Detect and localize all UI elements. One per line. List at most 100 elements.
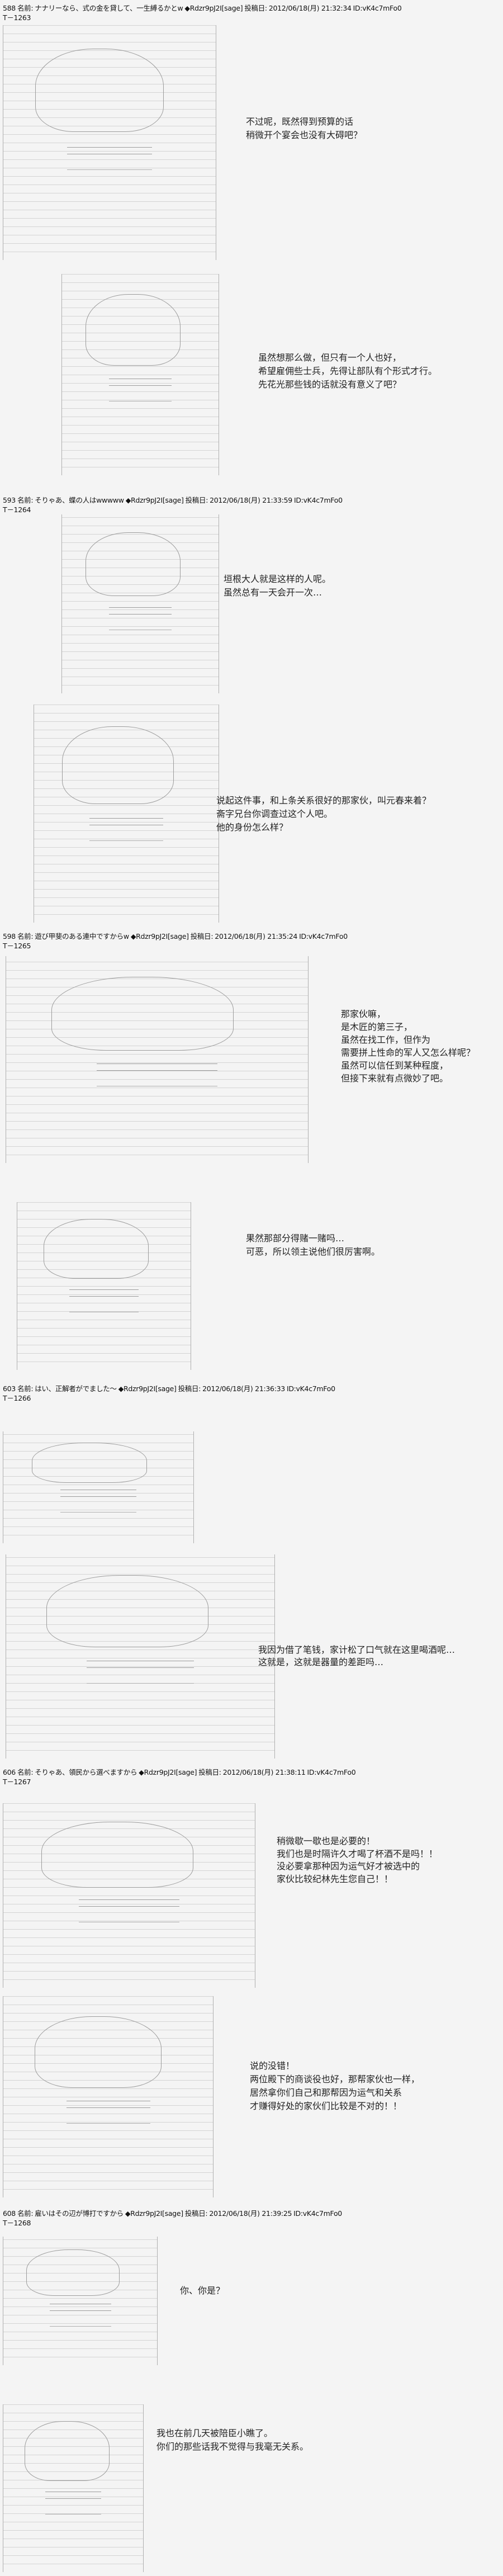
dialogue-line: 两位殿下的商谈役也好，那帮家伙也一样，	[250, 2074, 420, 2085]
dialogue-line: 说起这件事，和上条关系很好的那家伙，叫元春来着？	[216, 795, 431, 806]
t-number: T－1263	[3, 13, 31, 22]
dialogue-line: 家伙比较纪林先生您自己！！	[277, 1873, 393, 1884]
dialogue-line: 但接下来就有点微妙了吧。	[341, 1073, 449, 1084]
name-label: 名前:	[17, 1768, 34, 1776]
t-number: T－1265	[3, 942, 31, 950]
post-number: 606	[3, 1768, 16, 1776]
trip-code: ◆Rdzr9pJ2I[sage]	[125, 496, 184, 504]
post-date: 2012/06/18(月) 21:36:33	[202, 1384, 285, 1393]
dialogue-line: 先花光那些钱的话就没有意义了吧？	[258, 379, 402, 390]
post-number: 603	[3, 1384, 16, 1393]
dialogue-text: 你、你是？	[180, 2284, 225, 2298]
trip-code: ◆Rdzr9pJ2I[sage]	[125, 2209, 183, 2218]
ascii-art-tank	[3, 1431, 194, 1543]
t-number: T－1266	[3, 1394, 31, 1402]
dialogue-text: 说起这件事，和上条关系很好的那家伙，叫元春来着？ 斋字兄台你调查过这个人吧。 他…	[216, 794, 431, 834]
dialogue-line: 那家伙嘛，	[341, 1009, 386, 1019]
dialogue-line: 没必要拿那种因为运气好才被选中的	[277, 1861, 420, 1871]
date-label: 投稿日:	[178, 1384, 201, 1393]
dialogue-text: 不过呢，既然得到预算的话 稍微开个宴会也没有大碍吧？	[246, 115, 362, 142]
poster-name: そりゃあ、蝶の人はwwwww	[35, 496, 124, 504]
ascii-art-figure	[34, 705, 219, 923]
ascii-art-figure	[3, 2237, 158, 2365]
dialogue-line: 才赚得好处的家伙们比较是不对的！！	[250, 2101, 402, 2111]
dialogue-line: 说的没错！	[250, 2060, 295, 2071]
dialogue-line: 稍微开个宴会也没有大碍吧？	[246, 130, 363, 140]
post-number: 598	[3, 932, 16, 940]
poster-name: ナナリーなら、式の金を貸して、一生縛るかとw	[35, 4, 183, 12]
ascii-art-figure	[6, 956, 309, 1163]
ascii-art-figure	[61, 274, 219, 475]
post-number: 588	[3, 4, 16, 12]
dialogue-line: 虽然可以信任到某种程度，	[341, 1060, 449, 1071]
poster-name: そりゃあ、領民から選べますから	[35, 1768, 137, 1776]
t-number: T－1268	[3, 2219, 31, 2227]
post-date: 2012/06/18(月) 21:38:11	[222, 1768, 306, 1776]
ascii-art-figure	[3, 25, 216, 260]
ascii-art-figure	[3, 1803, 255, 1988]
poster-name: はい、正解者がでました～	[35, 1384, 117, 1393]
dialogue-text: 虽然想那么做，但只有一个人也好， 希望雇佣些士兵，先得让部队有个形式才行。 先花…	[258, 351, 437, 391]
post-number: 593	[3, 496, 16, 504]
trip-code: ◆Rdzr9pJ2I[sage]	[139, 1768, 197, 1776]
post-date: 2012/06/18(月) 21:39:25	[209, 2209, 292, 2218]
dialogue-line: 我们也是时隔许久才喝了杯酒不是吗！！	[277, 1848, 438, 1859]
dialogue-line: 果然那部分得赌一赌吗…	[246, 1233, 345, 1244]
poster-name: 遊び甲斐のある連中ですからw	[35, 932, 129, 940]
post-date: 2012/06/18(月) 21:33:59	[210, 496, 292, 504]
ascii-art-figure	[3, 2404, 144, 2572]
dialogue-line: 不过呢，既然得到预算的话	[246, 116, 354, 127]
trip-code: ◆Rdzr9pJ2I[sage]	[184, 4, 243, 12]
trip-code: ◆Rdzr9pJ2I[sage]	[118, 1384, 177, 1393]
ascii-art-figure	[6, 1554, 275, 1759]
t-number: T－1267	[3, 1778, 31, 1786]
dialogue-line: 需要拼上性命的军人又怎么样呢？	[341, 1047, 476, 1058]
dialogue-line: 是木匠的第三子，	[341, 1022, 413, 1032]
post-date: 2012/06/18(月) 21:32:34	[268, 4, 352, 12]
poster-id: ID:vK4c7mFo0	[353, 4, 402, 12]
dialogue-line: 他的身份怎么样？	[216, 822, 288, 833]
name-label: 名前:	[17, 4, 34, 12]
poster-id: ID:vK4c7mFo0	[293, 496, 343, 504]
poster-id: ID:vK4c7mFo0	[286, 1384, 335, 1393]
dialogue-line: 稍微歇一歇也是必要的！	[277, 1836, 376, 1846]
dialogue-line: 居然拿你们自己和那帮因为运气和关系	[250, 2087, 402, 2098]
dialogue-text: 说的没错！ 两位殿下的商谈役也好，那帮家伙也一样， 居然拿你们自己和那帮因为运气…	[250, 2059, 420, 2113]
poster-id: ID:vK4c7mFo0	[299, 932, 348, 940]
post-date: 2012/06/18(月) 21:35:24	[215, 932, 298, 940]
name-label: 名前:	[17, 1384, 34, 1393]
date-label: 投稿日:	[190, 932, 213, 940]
dialogue-line: 你、你是？	[180, 2285, 225, 2296]
dialogue-text: 果然那部分得赌一赌吗… 可恶，所以领主说他们很厉害啊。	[246, 1232, 380, 1259]
trip-code: ◆Rdzr9pJ2I[sage]	[130, 932, 189, 940]
date-label: 投稿日:	[198, 1768, 221, 1776]
dialogue-line: 我也在前几天被陪臣小瞧了。	[156, 2428, 273, 2438]
dialogue-line: 希望雇佣些士兵，先得让部队有个形式才行。	[258, 366, 438, 376]
dialogue-line: 你们的那些话我不觉得与我毫无关系。	[156, 2441, 309, 2452]
dialogue-line: 虽然在找工作，但作为	[341, 1034, 431, 1045]
ascii-art-figure	[3, 1996, 213, 2197]
dialogue-text: 我因为借了笔钱，家计松了口气就在这里喝酒呢… 这就是，这就是器量的差距吗…	[258, 1644, 455, 1669]
dialogue-line: 垣根大人就是这样的人呢。	[224, 574, 331, 584]
t-number: T－1264	[3, 505, 31, 514]
dialogue-line: 可恶，所以领主说他们很厉害啊。	[246, 1246, 381, 1257]
dialogue-line: 我因为借了笔钱，家计松了口气就在这里喝酒呢…	[258, 1644, 455, 1655]
date-label: 投稿日:	[184, 2209, 208, 2218]
date-label: 投稿日:	[244, 4, 267, 12]
name-label: 名前:	[17, 2209, 34, 2218]
dialogue-line: 这就是，这就是器量的差距吗…	[258, 1657, 384, 1667]
poster-id: ID:vK4c7mFo0	[293, 2209, 342, 2218]
dialogue-text: 垣根大人就是这样的人呢。 虽然总有一天会开一次…	[224, 573, 331, 599]
post-number: 608	[3, 2209, 16, 2218]
name-label: 名前:	[17, 496, 34, 504]
dialogue-line: 斋字兄台你调查过这个人吧。	[216, 809, 333, 819]
poster-name: 雇いはその辺が博打ですから	[35, 2209, 124, 2218]
ascii-art-figure	[61, 514, 219, 693]
dialogue-line: 虽然想那么做，但只有一个人也好，	[258, 352, 402, 363]
ascii-art-figure	[17, 1202, 191, 1370]
